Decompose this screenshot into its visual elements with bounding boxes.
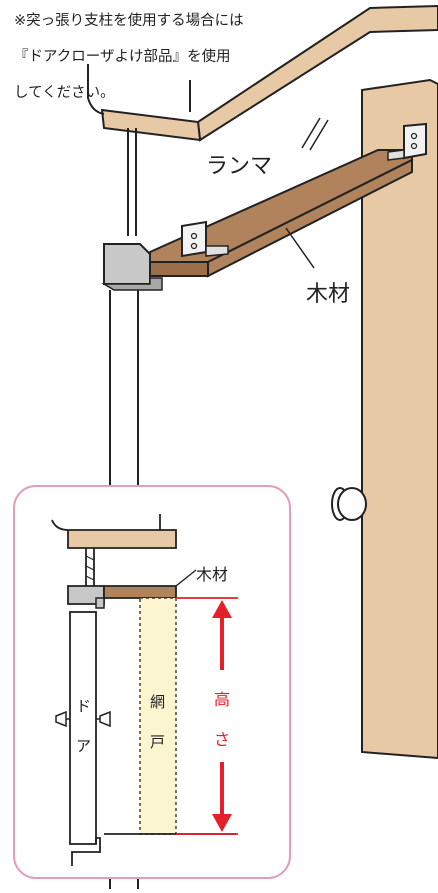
top-header [87,4,438,142]
wood-plank [149,149,413,278]
note-line-1: ※突っ張り支柱を使用する場合には [14,13,244,29]
note-text: ※突っ張り支柱を使用する場合には 『ドアクローザよけ部品』を使用 してください。 [14,0,314,120]
height-arrow [212,600,232,832]
door-jamb [361,78,438,760]
transom-label: ランマ [206,154,273,179]
inset-drawing [51,514,238,866]
note-line-2: 『ドアクローザよけ部品』を使用 [14,49,231,65]
inset-wood-label: 木材 [196,565,229,584]
wood-leader-line [285,227,315,269]
glass-reflection [301,117,329,151]
height-label: 高 さ [214,690,231,749]
bracket-right [387,122,427,161]
bracket-left [181,220,229,258]
door-label: ド ア [76,697,92,755]
screen-label: 網 戸 [150,693,166,751]
note-line-3: してください。 [14,85,115,101]
door-knob-icon [331,487,367,521]
wood-label: 木材 [306,282,351,307]
